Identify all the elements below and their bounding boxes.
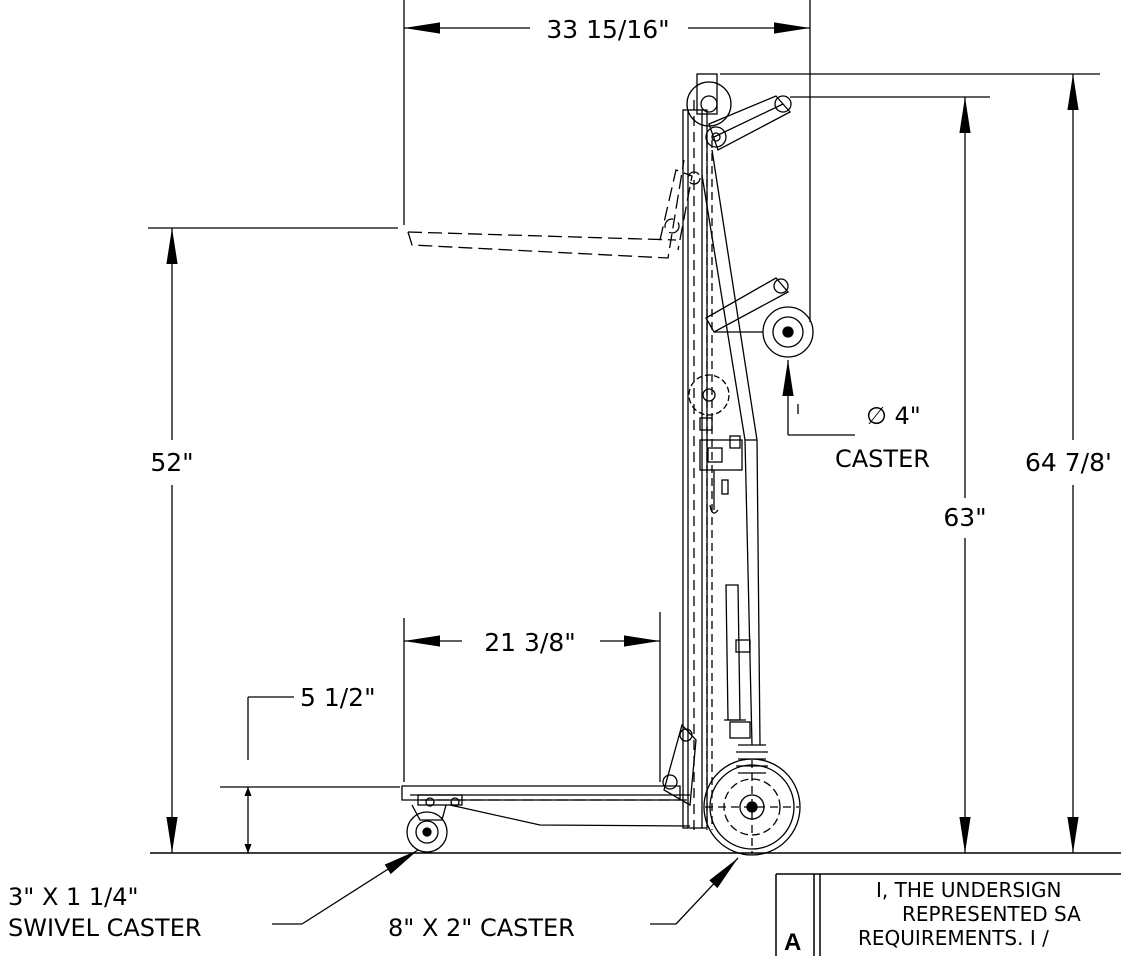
dim-overall-height	[720, 73, 1100, 853]
winch-assembly	[699, 435, 743, 514]
dim-base-length	[403, 612, 661, 782]
dim-height-platform	[148, 227, 398, 853]
dim-overall-width	[403, 0, 811, 322]
rear-caster	[703, 744, 801, 856]
middle-pulley	[688, 374, 730, 431]
carriage	[724, 584, 751, 739]
revision-letter: A	[784, 929, 801, 956]
callout-handle-caster-size: ∅ 4"	[866, 402, 921, 430]
dim-base-length-label: 21 3/8"	[484, 628, 576, 657]
callout-handle-caster-label: CASTER	[835, 445, 930, 473]
rear-brace	[701, 149, 761, 746]
callout-swivel-caster-line2: SWIVEL CASTER	[8, 914, 202, 942]
raised-fork-phantom	[407, 159, 701, 259]
callout-rear-caster-label: 8" X 2" CASTER	[388, 914, 575, 942]
dim-base-height-label: 5 1/2"	[300, 683, 376, 712]
title-statement-line1: I, THE UNDERSIGN	[876, 878, 1061, 902]
top-pulley	[686, 81, 732, 148]
dim-height-platform-label: 52"	[150, 448, 193, 477]
mast	[682, 73, 718, 830]
callout-rear-caster	[650, 857, 739, 925]
upper-handle	[708, 95, 792, 151]
dim-handle-height-label: 63"	[943, 503, 986, 532]
dim-overall-height-label: 64 7/8'	[1025, 448, 1112, 477]
dim-overall-width-label: 33 15/16"	[546, 15, 669, 44]
callout-swivel-caster	[272, 849, 419, 925]
handle-caster	[714, 306, 814, 358]
fork-bracket	[662, 723, 697, 807]
dim-base-height	[220, 696, 400, 853]
lift-machine	[401, 73, 814, 856]
title-statement-line2: REPRESENTED SA	[902, 902, 1081, 926]
dim-handle-height	[790, 96, 990, 853]
swivel-caster	[406, 804, 448, 853]
lower-handle	[705, 277, 790, 333]
base-platform	[401, 785, 691, 827]
callout-swivel-caster-line1: 3" X 1 1/4"	[8, 883, 139, 911]
callout-handle-caster	[782, 360, 855, 436]
title-block	[775, 873, 1121, 956]
title-statement-line3: REQUIREMENTS. I /	[858, 926, 1049, 950]
